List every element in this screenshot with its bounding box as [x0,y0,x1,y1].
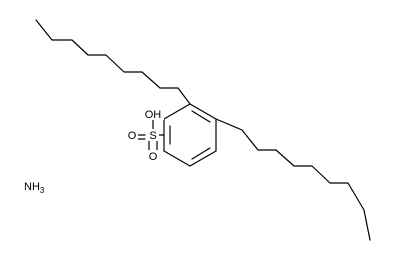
nonyl-chain-lower [215,118,371,241]
ring-double-bond [191,147,211,160]
sulfonic-acid-group: S OH O O [126,108,165,163]
ammonia-counterion: NH3 [24,181,45,195]
ring-bond [163,103,191,120]
ring-bond [163,150,191,167]
benzene-ring [163,103,217,167]
hydroxyl-label: OH [145,109,162,121]
svg-text:NH3: NH3 [24,181,45,195]
sulfur-label: S [149,130,156,142]
ring-bond [189,150,217,167]
oxygen-label: O [149,151,158,163]
oxygen-label: O [128,130,137,142]
nonyl-chain-upper [35,19,191,105]
ring-double-bond [191,110,211,123]
ammonia-subscript: 3 [40,186,45,195]
ring-bond [189,103,217,120]
ammonia-label: NH [24,181,40,193]
